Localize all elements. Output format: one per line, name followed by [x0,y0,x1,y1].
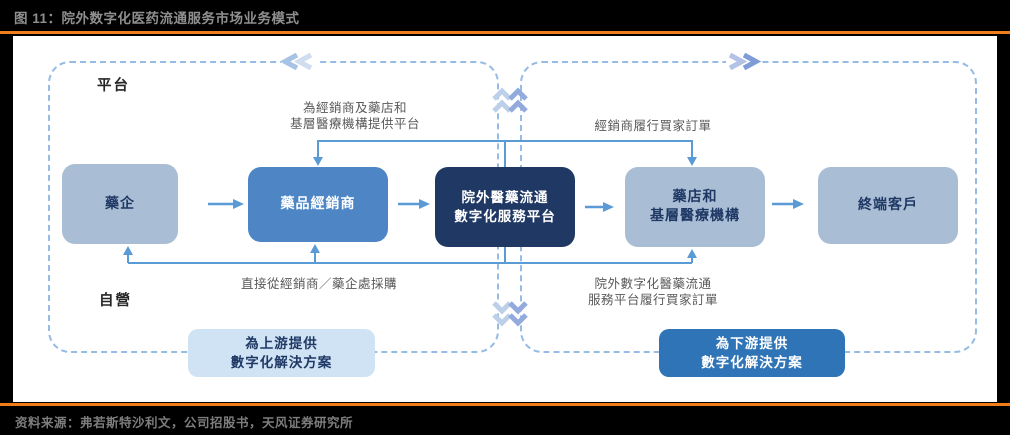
source-note: 资料来源：弗若斯特沙利文，公司招股书，天风证券研究所 [15,416,354,430]
node-label: 藥品經銷商 [280,197,356,212]
downstream-solution-box: 為下游提供 數字化解決方案 [659,329,845,377]
self-operated-group-label: 自營 [99,293,132,309]
annotation-provide-platform: 為經銷商及藥店和 基層醫療機構提供平台 [290,100,420,132]
node-digital-platform: 院外醫藥流通 數字化服務平台 [435,167,575,247]
platform-group-label: 平台 [97,78,130,94]
annotation-line1: 直接從經銷商／藥企處採購 [240,277,398,291]
node-pharmacy-institutions: 藥店和 基層醫療機構 [625,167,765,247]
annotation-distributor-fulfill: 經銷商履行買家訂單 [594,118,711,134]
solution-line2: 數字化解決方案 [701,355,803,370]
annotation-platform-fulfill: 院外數字化醫藥流通 服務平台履行買家訂單 [588,276,718,308]
solution-line1: 為上游提供 [245,336,318,351]
bottom-divider [0,403,1010,406]
node-end-customer: 終端客戶 [818,167,958,244]
top-divider [0,31,1010,34]
annotation-line2: 服務平台履行買家訂單 [587,293,719,307]
figure-title: 图 11：院外数字化医药流通服务市场业务模式 [14,11,300,26]
node-pharma-company: 藥企 [62,164,178,244]
solution-line2: 數字化解決方案 [230,355,333,370]
node-label-line2: 數字化服務平台 [454,209,556,224]
solution-line1: 為下游提供 [715,336,789,351]
node-drug-distributor: 藥品經銷商 [248,167,388,242]
node-label-line2: 基層醫療機構 [650,209,740,224]
node-label-line1: 院外醫藥流通 [461,190,549,205]
annotation-line1: 經銷商履行買家訂單 [594,119,712,133]
diagram-canvas: 平台 自營 [13,36,997,402]
annotation-line1: 為經銷商及藥店和 [302,101,408,115]
upstream-solution-box: 為上游提供 數字化解決方案 [188,329,375,377]
annotation-direct-purchase: 直接從經銷商／藥企處採購 [241,276,397,292]
node-label-line1: 藥店和 [672,190,718,205]
annotation-line1: 院外數字化醫藥流通 [594,277,712,291]
node-label: 藥企 [105,196,135,212]
annotation-line2: 基層醫療機構提供平台 [289,117,421,131]
node-label: 終端客戶 [858,198,918,213]
